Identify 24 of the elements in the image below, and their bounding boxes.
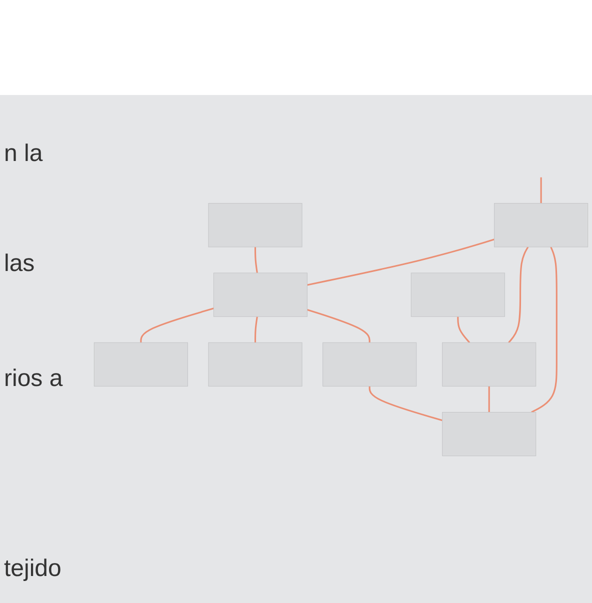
connector-line	[254, 247, 258, 274]
connector-line	[307, 239, 495, 286]
connector-line	[306, 309, 370, 344]
connector-line	[457, 317, 470, 344]
empty-box	[208, 342, 302, 387]
empty-box	[494, 204, 588, 248]
empty-box	[442, 342, 536, 387]
text-label: las	[4, 250, 35, 278]
empty-box	[410, 273, 505, 318]
connector-line	[508, 247, 529, 344]
text-label: tejido	[4, 555, 62, 583]
connector-line	[368, 386, 443, 422]
empty-box	[442, 412, 536, 457]
connector-line	[531, 247, 558, 414]
empty-box	[208, 204, 302, 248]
connector-line	[140, 308, 214, 344]
text-label: rios a	[4, 365, 63, 393]
connector-line	[488, 386, 490, 413]
connector-line	[254, 316, 258, 344]
empty-box	[213, 273, 308, 318]
empty-box	[94, 342, 188, 387]
empty-box	[322, 342, 417, 387]
connector-line	[540, 178, 542, 204]
text-label: n la	[4, 140, 43, 168]
